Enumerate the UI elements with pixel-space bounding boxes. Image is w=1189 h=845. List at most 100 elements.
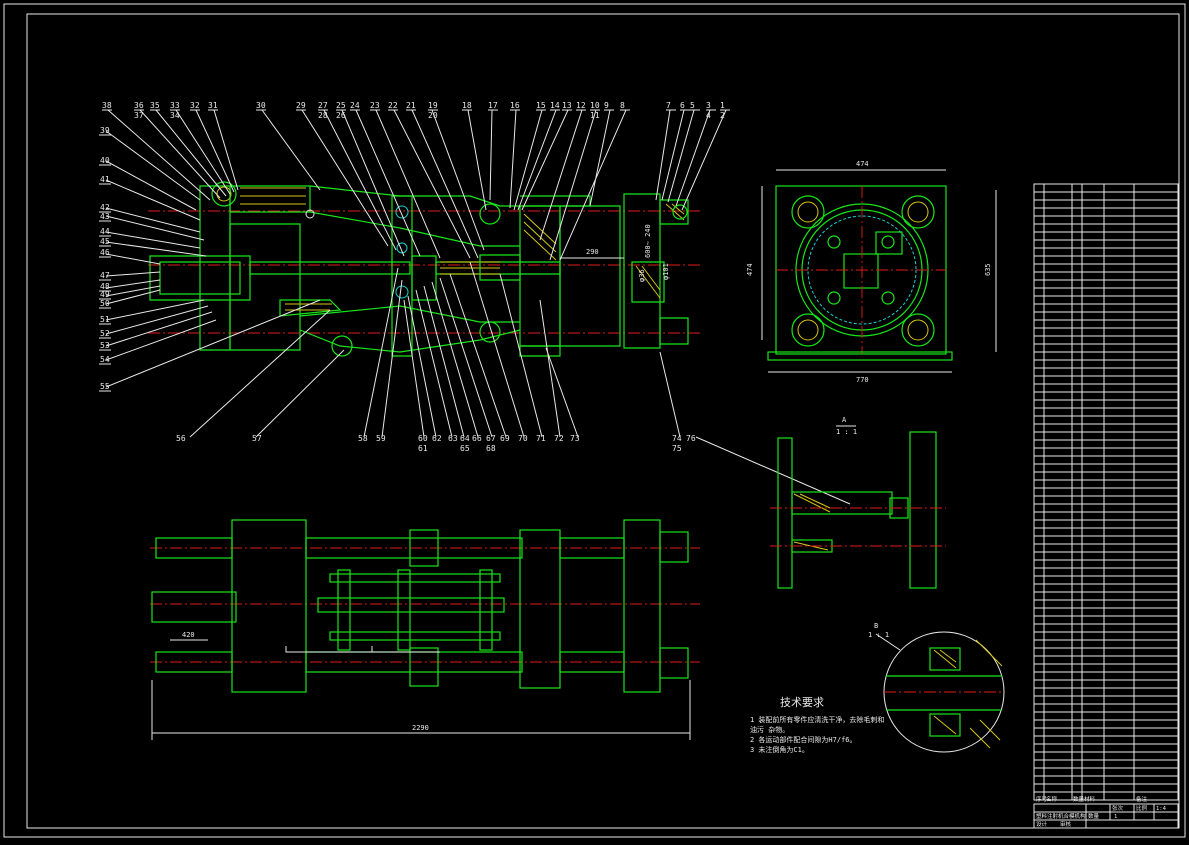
- callout-6: 6: [680, 101, 685, 110]
- callout-leaders: [105, 109, 851, 505]
- callout-52: 52: [100, 329, 110, 338]
- dim-stroke-text: 600∼ 240: [644, 224, 652, 258]
- callout-44: 44: [100, 227, 110, 236]
- callout-23: 23: [370, 101, 380, 110]
- callout-61: 61: [418, 444, 428, 453]
- callout-20: 20: [428, 111, 438, 120]
- callout-24: 24: [350, 101, 360, 110]
- callout-49: 49: [100, 290, 110, 299]
- title-sheet-label: 张次: [1112, 804, 1124, 812]
- callout-75: 75: [672, 444, 682, 453]
- callout-62: 62: [432, 434, 442, 443]
- callout-16: 16: [510, 101, 520, 110]
- callout-2: 2: [720, 111, 725, 120]
- detail-b-view: [875, 631, 1005, 753]
- title-scale-label: 比例: [1136, 804, 1148, 812]
- inner-border: [26, 13, 1180, 829]
- dim-overall-length: 2290: [412, 724, 429, 732]
- callout-66: 66: [472, 434, 482, 443]
- callout-27: 27: [318, 101, 328, 110]
- tech-requirements-title: 技术要求: [780, 696, 824, 709]
- callout-8: 8: [620, 101, 625, 110]
- callout-59: 59: [376, 434, 386, 443]
- callout-14: 14: [550, 101, 560, 110]
- callout-28: 28: [318, 111, 328, 120]
- callout-18: 18: [462, 101, 472, 110]
- callout-50: 50: [100, 299, 110, 308]
- callout-63: 63: [448, 434, 458, 443]
- title-name: 塑料注射机合模机构: [1036, 812, 1086, 820]
- callout-58: 58: [358, 434, 368, 443]
- callout-38: 38: [102, 101, 112, 110]
- title-qty-label: 数量: [1088, 812, 1100, 820]
- callout-7: 7: [666, 101, 671, 110]
- bom-header-row: 序号名称数量材料备注: [1036, 795, 1148, 803]
- bom-header-1: 名称: [1046, 795, 1058, 803]
- dim-base-width: 770: [856, 376, 869, 384]
- callout-32: 32: [190, 101, 200, 110]
- outer-border: [3, 3, 1186, 838]
- view-a-label: A: [842, 416, 847, 424]
- callout-47: 47: [100, 271, 110, 280]
- dim-plate-height: 474: [746, 263, 754, 276]
- bom-header-4: 备注: [1136, 795, 1148, 803]
- bom-header-2: 数量: [1073, 795, 1085, 803]
- callout-46: 46: [100, 248, 110, 257]
- callout-1: 1: [720, 101, 725, 110]
- callout-60: 60: [418, 434, 428, 443]
- title-designer: 设计: [1036, 820, 1048, 828]
- bom-header-3: 材料: [1084, 795, 1096, 803]
- callout-33: 33: [170, 101, 180, 110]
- title-block: [1033, 803, 1179, 829]
- callout-41: 41: [100, 175, 110, 184]
- dim-gap: 290: [586, 248, 599, 256]
- callout-12: 12: [576, 101, 586, 110]
- callout-25: 25: [336, 101, 346, 110]
- tech-note-line: 3 未注倒角为C1。: [750, 745, 809, 754]
- end-view: [761, 169, 997, 373]
- title-qty-value: 1: [1114, 814, 1117, 820]
- callout-70: 70: [518, 434, 528, 443]
- view-a-scale: 1 : 1: [836, 428, 857, 436]
- tech-note-line: 油污 杂物。: [750, 725, 789, 734]
- callout-42: 42: [100, 203, 110, 212]
- callout-51: 51: [100, 315, 110, 324]
- tech-note-line: 1 装配前所有零件应清洗干净，去除毛刺和: [750, 715, 884, 724]
- callout-53: 53: [100, 341, 110, 350]
- callout-3: 3: [706, 101, 711, 110]
- callout-13: 13: [562, 101, 572, 110]
- callout-10: 10: [590, 101, 600, 110]
- callout-48: 48: [100, 282, 110, 291]
- callout-17: 17: [488, 101, 498, 110]
- callout-26: 26: [336, 111, 346, 120]
- callout-54: 54: [100, 355, 110, 364]
- callout-57: 57: [252, 434, 262, 443]
- view-b-scale: 1 : 1: [868, 631, 889, 639]
- callout-31: 31: [208, 101, 218, 110]
- callout-15: 15: [536, 101, 546, 110]
- callout-21: 21: [406, 101, 416, 110]
- callout-19: 19: [428, 101, 438, 110]
- callout-22: 22: [388, 101, 398, 110]
- callout-11: 11: [590, 111, 600, 120]
- callout-9: 9: [604, 101, 609, 110]
- bill-of-materials-table: [1033, 183, 1179, 801]
- callout-39: 39: [100, 126, 110, 135]
- callout-67: 67: [486, 434, 496, 443]
- callout-72: 72: [554, 434, 564, 443]
- callout-30: 30: [256, 101, 266, 110]
- callout-73: 73: [570, 434, 580, 443]
- callout-76: 76: [686, 434, 696, 443]
- callout-68: 68: [486, 444, 496, 453]
- dim-plate-width: 474: [856, 160, 869, 168]
- callout-29: 29: [296, 101, 306, 110]
- title-checker: 审核: [1060, 820, 1072, 828]
- callout-69: 69: [500, 434, 510, 443]
- callout-40: 40: [100, 156, 110, 165]
- callout-4: 4: [706, 111, 711, 120]
- callout-5: 5: [690, 101, 695, 110]
- callout-43: 43: [100, 212, 110, 221]
